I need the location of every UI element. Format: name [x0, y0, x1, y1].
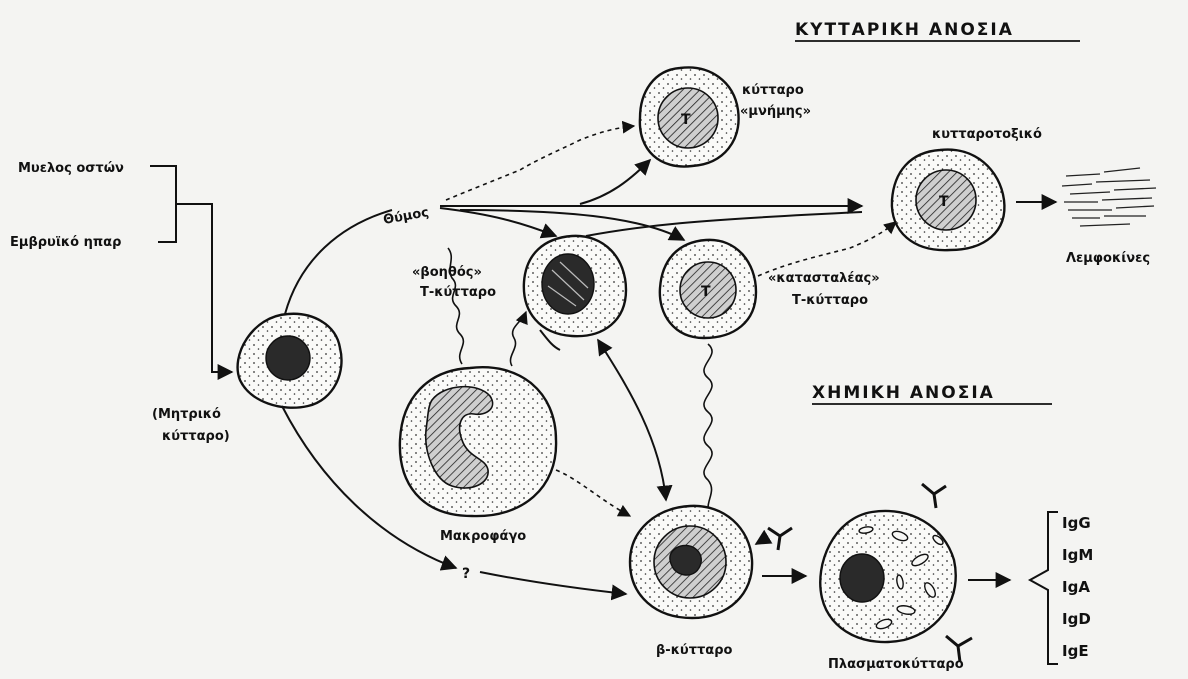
b-cell-label: β-κύτταρο [656, 643, 733, 658]
antibody-icon [768, 528, 792, 550]
memory-cell-label-2: «μνήμης» [740, 104, 811, 119]
thymus-to-memory-arrow [580, 160, 650, 204]
helper-label-2: Τ-κύτταρο [420, 285, 496, 300]
macrophage-to-bcell-dashed [556, 470, 630, 516]
plasma-cell-label: Πλασματοκύτταρο [828, 657, 964, 672]
cytotoxic-label: κυτταροτοξικό [932, 127, 1042, 142]
svg-text:ΧΗΜΙΚΗ ΑΝΟΣΙΑ: ΧΗΜΙΚΗ ΑΝΟΣΙΑ [812, 383, 995, 403]
suppressor-to-cytotoxic-dashed [758, 222, 896, 276]
macrophage-helper-wavy-2 [510, 312, 526, 366]
helper-label-1: «βοηθός» [412, 265, 482, 280]
b-cell [630, 506, 752, 618]
stem-to-thymus-path [285, 210, 392, 314]
ig-item-igg: IgG [1062, 514, 1091, 532]
stem-cell [238, 314, 342, 408]
antibody-icon [922, 484, 946, 508]
antigen-to-bcell-arrow [756, 538, 766, 544]
header-cellular-immunity: ΚΥΤΤΑΡΙΚΗ ΑΝΟΣΙΑ [795, 20, 1080, 41]
ig-brace [1030, 512, 1058, 664]
source-to-stem-arrow [176, 204, 232, 372]
ig-item-iga: IgA [1062, 578, 1090, 596]
cytotoxic-t-cell: T [892, 150, 1005, 251]
helper-t-cell [524, 236, 626, 336]
helper-to-cytotoxic-line [586, 212, 862, 236]
lymphokines-label: Λεμφοκίνες [1066, 251, 1150, 266]
header-humoral-immunity: ΧΗΜΙΚΗ ΑΝΟΣΙΑ [812, 383, 1052, 404]
macrophage-label: Μακροφάγο [440, 529, 526, 544]
suppressor-label-2: Τ-κύτταρο [792, 293, 868, 308]
plasma-cell [820, 511, 955, 642]
ig-item-ige: IgE [1062, 642, 1089, 660]
memory-t-cell: T [640, 67, 739, 166]
helper-bcell-double-arrow [598, 340, 666, 500]
stem-cell-label-2: κύτταρο) [162, 429, 230, 444]
stem-cell-label-1: (Μητρικό [152, 407, 221, 422]
fetal-liver-label: Εμβρυϊκό ηπαρ [10, 235, 121, 250]
lymphokines-scribble [1062, 168, 1156, 226]
svg-text:T: T [939, 194, 949, 210]
svg-text:T: T [681, 112, 691, 128]
unknown-marker: ? [462, 566, 470, 582]
ig-item-igm: IgM [1062, 546, 1093, 564]
svg-text:ΚΥΤΤΑΡΙΚΗ ΑΝΟΣΙΑ: ΚΥΤΤΑΡΙΚΗ ΑΝΟΣΙΑ [795, 20, 1014, 40]
suppressor-to-bcell-wavy [704, 344, 712, 508]
memory-cell-label-1: κύτταρο [742, 83, 804, 98]
source-bracket [150, 166, 176, 242]
dashed-to-memory-arrow [446, 126, 634, 200]
macrophage-cell [400, 367, 556, 516]
suppressor-t-cell: T [660, 240, 756, 338]
svg-text:T: T [701, 284, 711, 300]
unknown-to-bcell-arrow [480, 572, 626, 594]
ig-item-igd: IgD [1062, 610, 1091, 628]
bone-marrow-label: Μυελος οστών [18, 161, 124, 176]
thymus-label: Θύμος [382, 205, 430, 228]
suppressor-label-1: «κατασταλέας» [768, 271, 880, 286]
